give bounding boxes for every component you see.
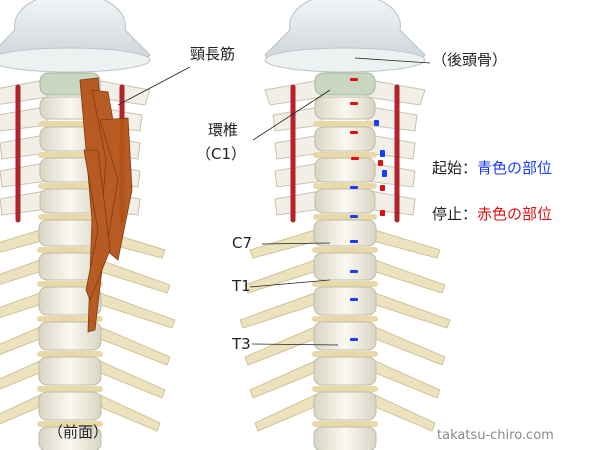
atlas-label: 環椎 — [208, 121, 239, 139]
longus-colli-label: 頸長筋 — [190, 45, 236, 63]
occipital-label: （後頭骨） — [432, 51, 508, 69]
insertion-legend-value: 赤色の部位 — [477, 205, 553, 223]
insertion-markers — [350, 78, 385, 216]
origin-legend: 起始：青色の部位 — [432, 160, 552, 177]
watermark-url: takatsu-chiro.com — [437, 428, 554, 443]
longus-colli-muscle — [79, 77, 133, 333]
front-view-caption: （前面） — [48, 423, 109, 441]
t1-label: T1 — [232, 277, 251, 295]
origin-legend-label: 起始： — [432, 159, 478, 177]
t3-label: T3 — [232, 335, 251, 353]
right-spine-view — [240, 0, 450, 450]
left-spine-view — [0, 0, 175, 450]
origin-legend-value: 青色の部位 — [477, 159, 553, 177]
atlas-c1-label: （C1） — [196, 145, 247, 163]
origin-markers — [350, 120, 387, 341]
insertion-legend: 停止：赤色の部位 — [432, 206, 552, 223]
leader-lines — [117, 57, 431, 346]
insertion-legend-label: 停止： — [432, 205, 478, 223]
c7-label: C7 — [232, 234, 253, 252]
